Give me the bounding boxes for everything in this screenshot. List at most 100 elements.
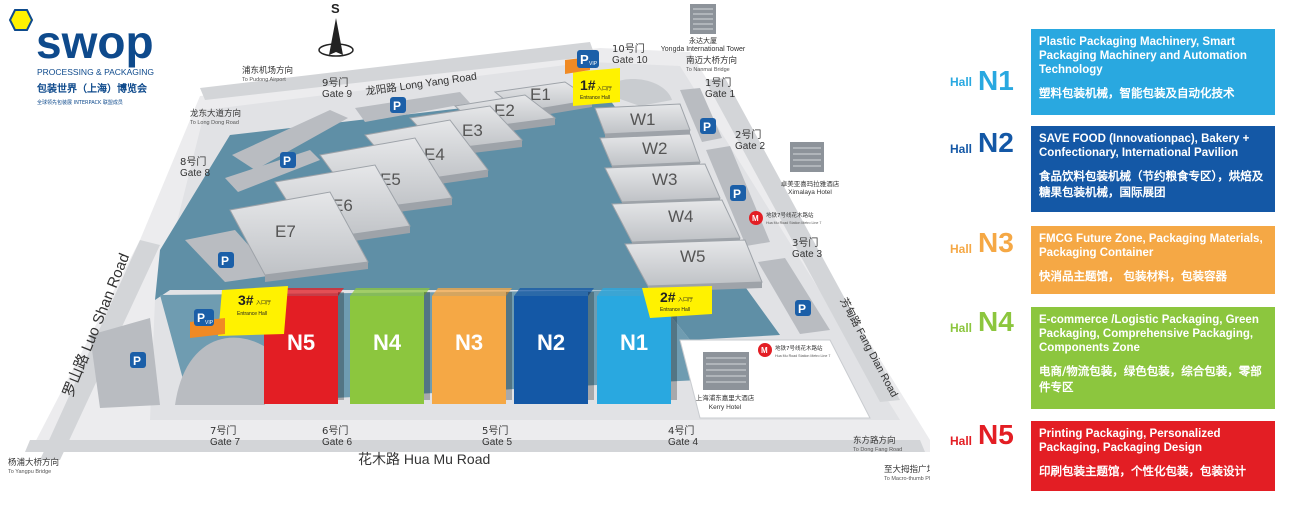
parking-label: P bbox=[221, 254, 229, 268]
parking-icon bbox=[730, 185, 746, 201]
hall-n2[interactable]: N2 bbox=[514, 288, 594, 404]
metro-2-zh: 地铁7号线花木路站 bbox=[775, 344, 823, 352]
entrance-1-num: 1# bbox=[580, 77, 596, 93]
lot-right-3 bbox=[758, 258, 830, 334]
ximalaya-hotel[interactable]: 卓美亚喜玛拉雅酒店 Ximalaya Hotel bbox=[781, 142, 840, 196]
legend-row-n4[interactable]: Hall N4 E-commerce /Logistic Packaging, … bbox=[930, 307, 1294, 409]
gate-en: Gate 8 bbox=[180, 168, 210, 179]
hall-code-n2: N2 bbox=[978, 127, 1014, 158]
hall-w2[interactable]: W2 bbox=[599, 133, 701, 172]
parking-marker[interactable]: P bbox=[730, 185, 746, 201]
hall-code-n1: N1 bbox=[978, 65, 1014, 96]
entrance-hall-3[interactable]: 3# 入口厅 Entrance Hall bbox=[190, 286, 288, 338]
hall-code-n5: N5 bbox=[978, 419, 1014, 450]
hall-n3-zh: 快消品主题馆， 包装材料，包装容器 bbox=[1039, 269, 1228, 283]
legend-row-n1[interactable]: Hall N1 Plastic Packaging Machinery, Sma… bbox=[930, 29, 1294, 115]
metro-2-en: Hua Mu Road Station Metro Line 7 bbox=[775, 354, 830, 358]
lot-9 bbox=[355, 92, 470, 122]
hall-shade bbox=[588, 292, 594, 400]
gate-zh: 3号门 bbox=[792, 236, 818, 249]
hall-word: Hall bbox=[950, 75, 973, 89]
ximalaya-zh: 卓美亚喜玛拉雅酒店 bbox=[781, 179, 840, 188]
entrance-2-en: Entrance Hall bbox=[660, 307, 690, 313]
metro-marker-1[interactable]: M 地铁7号线花木路站 Hua Mu Road Station Metro Li… bbox=[749, 211, 821, 225]
entrance-3-zh: 入口厅 bbox=[256, 300, 271, 306]
parking-icon bbox=[218, 252, 234, 268]
entrance-1-zh: 入口厅 bbox=[597, 86, 612, 92]
gate-zh: 10号门 bbox=[612, 42, 645, 55]
parking-label: P bbox=[197, 311, 205, 325]
hall-e7[interactable]: E7 bbox=[229, 191, 369, 282]
parking-label: P bbox=[733, 187, 741, 201]
legend-row-n5[interactable]: Hall N5 Printing Packaging, Personalized… bbox=[930, 421, 1294, 491]
legend-box-n1: Plastic Packaging Machinery, Smart Packa… bbox=[1031, 29, 1275, 115]
direction-zh: 龙东大道方向 bbox=[190, 108, 241, 119]
gate-en: Gate 6 bbox=[322, 437, 352, 448]
brand-chinese: 包装世界（上海）博览会 bbox=[37, 82, 147, 95]
hall-n4[interactable]: N4 bbox=[350, 288, 430, 404]
hall-n2-en: SAVE FOOD (Innovationpac), Bakery + Conf… bbox=[1039, 133, 1250, 159]
metro-glyph: M bbox=[752, 214, 759, 223]
parking-marker[interactable]: P bbox=[130, 352, 146, 368]
gate-en: Gate 7 bbox=[210, 437, 240, 448]
parking-marker[interactable]: P bbox=[280, 152, 296, 168]
hall-body bbox=[514, 296, 588, 404]
metro-1-en: Hua Mu Road Station Metro Line 7 bbox=[766, 221, 821, 225]
compass: S bbox=[318, 1, 354, 57]
parking-marker[interactable]: P bbox=[795, 300, 811, 316]
legend-row-n2[interactable]: Hall N2 SAVE FOOD (Innovationpac), Baker… bbox=[930, 126, 1294, 212]
parking-marker[interactable]: P bbox=[700, 118, 716, 134]
gate-zh: 8号门 bbox=[180, 155, 206, 168]
bottom-road bbox=[25, 440, 925, 452]
gate-zh: 9号门 bbox=[322, 76, 348, 89]
parking-marker[interactable]: P bbox=[390, 97, 406, 113]
hall-label: W1 bbox=[630, 110, 656, 129]
parking-label: P bbox=[703, 120, 711, 134]
top-road bbox=[200, 42, 595, 100]
entrance-3-num: 3# bbox=[238, 292, 254, 308]
parking-vip-left[interactable]: P VIP bbox=[194, 309, 214, 326]
gate-zh: 7号门 bbox=[210, 424, 236, 437]
brand-logo: swop PROCESSING & PACKAGING 包装世界（上海）博览会 … bbox=[8, 9, 154, 106]
hall-n3[interactable]: N3 bbox=[432, 288, 512, 404]
direction-zh: 南迈大桥方向 bbox=[686, 55, 737, 66]
entrance-hall-1[interactable]: 1# 入口厅 Entrance Hall bbox=[565, 57, 620, 106]
right-road bbox=[705, 78, 900, 402]
lot-8 bbox=[225, 150, 320, 192]
hall-label: E7 bbox=[275, 222, 296, 241]
hall-body bbox=[350, 296, 424, 404]
yongda-tower[interactable]: 永达大厦 Yongda International Tower bbox=[661, 4, 746, 53]
entrance-hall-2[interactable]: 2# 入口厅 Entrance Hall bbox=[642, 286, 712, 318]
building-icon bbox=[790, 142, 824, 172]
parking-vip-top[interactable]: P VIP bbox=[577, 50, 599, 68]
parking-icon bbox=[280, 152, 296, 168]
kerry-hotel[interactable]: 上海浦东嘉里大酒店 Kerry Hotel bbox=[696, 352, 755, 411]
hall-word: Hall bbox=[950, 242, 973, 256]
parking-marker[interactable]: P bbox=[218, 252, 234, 268]
parking-label: P bbox=[580, 52, 589, 67]
hall-word: Hall bbox=[950, 142, 973, 156]
metro-marker-2[interactable]: M 地铁7号线花木路站 Hua Mu Road Station Metro Li… bbox=[758, 343, 830, 358]
hall-label: N3 bbox=[455, 330, 483, 355]
hall-label: E1 bbox=[530, 85, 551, 104]
metro-1-zh: 地铁7号线花木路站 bbox=[766, 211, 814, 219]
legend-row-n3[interactable]: Hall N3 FMCG Future Zone, Packaging Mate… bbox=[930, 226, 1294, 294]
direction-zh: 至大拇指广场 bbox=[884, 464, 930, 475]
parking-label: P bbox=[798, 302, 806, 316]
